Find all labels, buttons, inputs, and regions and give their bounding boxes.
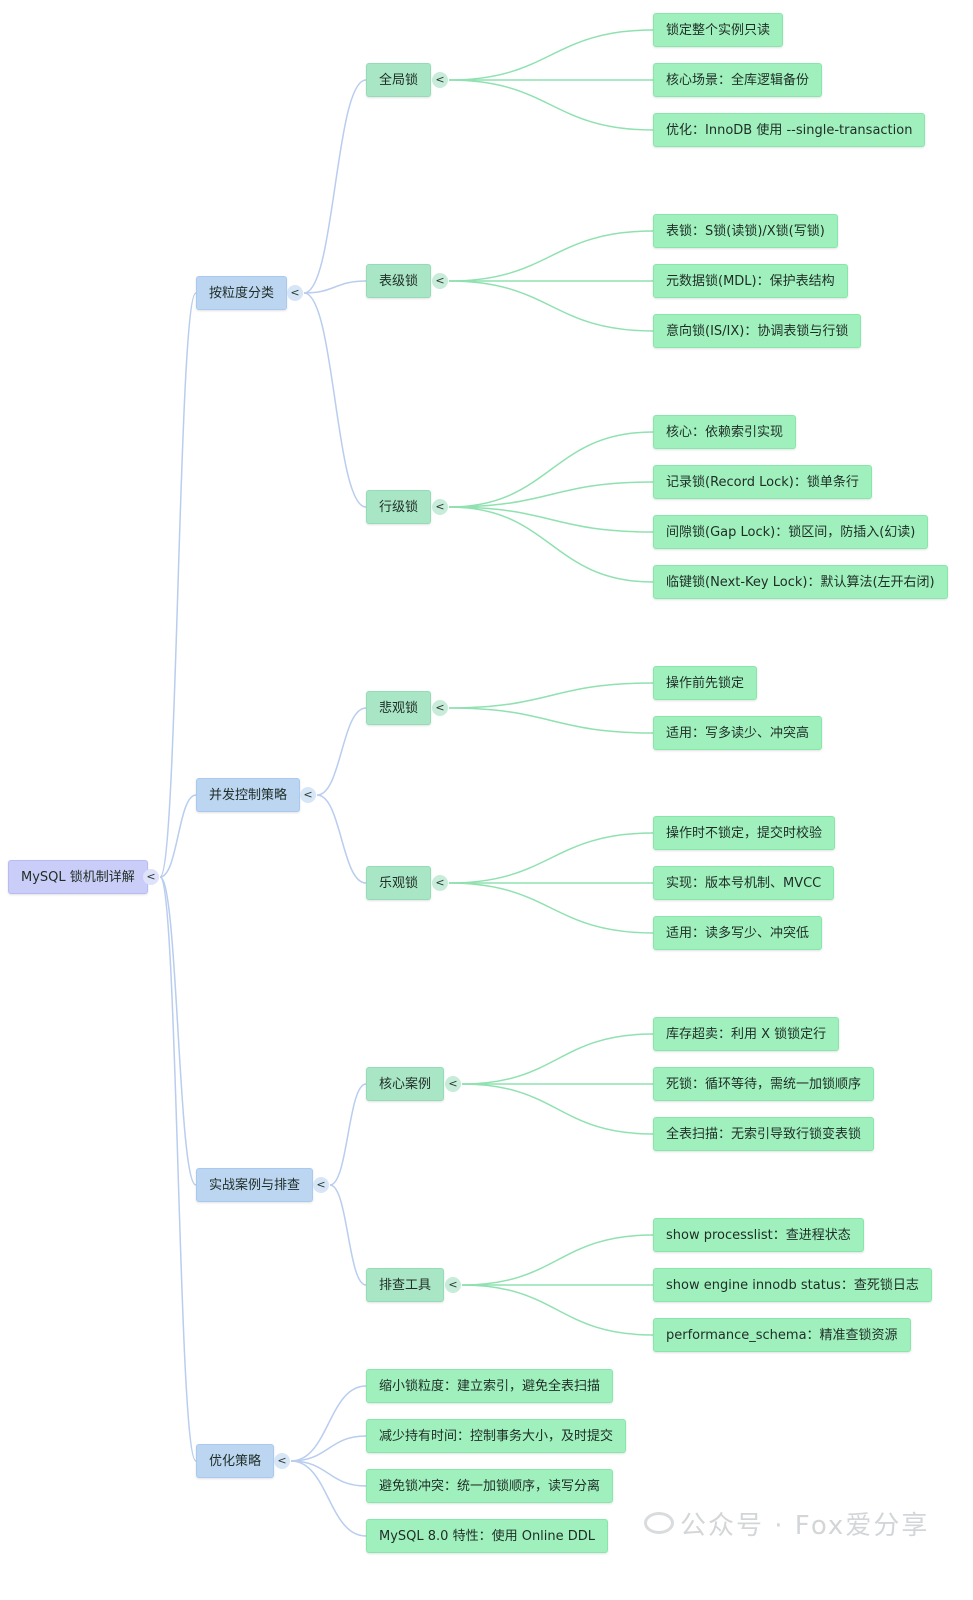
leaf-node[interactable]: 临键锁(Next-Key Lock)：默认算法(左开右闭) xyxy=(653,565,948,599)
node-optimistic-lock[interactable]: 乐观锁 xyxy=(366,866,432,900)
leaf-node[interactable]: 间隙锁(Gap Lock)：锁区间，防插入(幻读) xyxy=(653,515,929,549)
connector-line xyxy=(303,292,367,508)
connector-line xyxy=(448,230,654,282)
node-table-lock[interactable]: 表级锁 xyxy=(366,264,432,298)
branch-granularity[interactable]: 按粒度分类 xyxy=(196,276,288,310)
connector-line xyxy=(448,832,654,884)
leaf-node[interactable]: 核心：依赖索引实现 xyxy=(653,415,797,449)
leaf-node[interactable]: 表锁：S锁(读锁)/X锁(写锁) xyxy=(653,214,838,248)
leaf-node[interactable]: 意向锁(IS/IX)：协调表锁与行锁 xyxy=(653,314,862,348)
node-pessimistic-lock[interactable]: 悲观锁 xyxy=(366,691,432,725)
connector-line xyxy=(303,280,367,294)
node-core-cases[interactable]: 核心案例 xyxy=(366,1067,445,1101)
optimize-collapse-toggle[interactable]: < xyxy=(274,1453,290,1469)
node-global-lock[interactable]: 全局锁 xyxy=(366,63,432,97)
connector-line xyxy=(290,1460,367,1537)
connector-line xyxy=(448,29,654,81)
leaf-node[interactable]: 操作时不锁定，提交时校验 xyxy=(653,816,836,850)
connector-line xyxy=(316,794,367,884)
leaf-node[interactable]: 减少持有时间：控制事务大小，及时提交 xyxy=(366,1419,627,1453)
branch-cases[interactable]: 实战案例与排查 xyxy=(196,1168,314,1202)
diagnostic-tools-collapse-toggle[interactable]: < xyxy=(445,1277,461,1293)
connector-line xyxy=(461,1234,654,1286)
connector-line xyxy=(461,1083,654,1135)
connector-line xyxy=(448,506,654,533)
connector-line xyxy=(448,280,654,332)
connector-line xyxy=(461,1284,654,1336)
connector-line xyxy=(159,794,197,878)
leaf-node[interactable]: 死锁：循环等待，需统一加锁顺序 xyxy=(653,1067,875,1101)
connector-line xyxy=(316,707,367,796)
row-lock-collapse-toggle[interactable]: < xyxy=(432,499,448,515)
node-diagnostic-tools[interactable]: 排查工具 xyxy=(366,1268,445,1302)
cases-collapse-toggle[interactable]: < xyxy=(313,1177,329,1193)
connector-line xyxy=(448,506,654,583)
node-row-lock[interactable]: 行级锁 xyxy=(366,490,432,524)
leaf-node[interactable]: 优化：InnoDB 使用 --single-transaction xyxy=(653,113,926,147)
wechat-icon xyxy=(644,1512,674,1534)
root-collapse-toggle[interactable]: < xyxy=(143,869,159,885)
connector-line xyxy=(448,707,654,734)
connector-line xyxy=(448,882,654,934)
connector-line xyxy=(448,682,654,709)
leaf-node[interactable]: 操作前先锁定 xyxy=(653,666,758,700)
global-lock-collapse-toggle[interactable]: < xyxy=(432,72,448,88)
leaf-node[interactable]: 缩小锁粒度：建立索引，避免全表扫描 xyxy=(366,1369,614,1403)
connector-line xyxy=(159,292,197,878)
leaf-node[interactable]: 记录锁(Record Lock)：锁单条行 xyxy=(653,465,872,499)
connector-line xyxy=(461,1033,654,1085)
leaf-node[interactable]: 避免锁冲突：统一加锁顺序，读写分离 xyxy=(366,1469,614,1503)
optimistic-lock-collapse-toggle[interactable]: < xyxy=(432,875,448,891)
connector-line xyxy=(448,431,654,508)
connector-line xyxy=(329,1083,367,1186)
connector-line xyxy=(159,876,197,1186)
granularity-collapse-toggle[interactable]: < xyxy=(287,285,303,301)
pessimistic-lock-collapse-toggle[interactable]: < xyxy=(432,700,448,716)
root-node[interactable]: MySQL 锁机制详解 xyxy=(8,860,148,894)
leaf-node[interactable]: 元数据锁(MDL)：保护表结构 xyxy=(653,264,848,298)
table-lock-collapse-toggle[interactable]: < xyxy=(432,273,448,289)
connector-line xyxy=(159,876,197,1462)
leaf-node[interactable]: 实现：版本号机制、MVCC xyxy=(653,866,835,900)
leaf-node[interactable]: performance_schema：精准查锁资源 xyxy=(653,1318,911,1352)
leaf-node[interactable]: 库存超卖：利用 X 锁锁定行 xyxy=(653,1017,840,1051)
leaf-node[interactable]: show engine innodb status：查死锁日志 xyxy=(653,1268,932,1302)
leaf-node[interactable]: 适用：读多写少、冲突低 xyxy=(653,916,823,950)
leaf-node[interactable]: 全表扫描：无索引导致行锁变表锁 xyxy=(653,1117,875,1151)
connector-line xyxy=(303,79,367,294)
watermark: 公众号 · Fox爱分享 xyxy=(680,1511,930,1541)
connector-line xyxy=(448,79,654,131)
leaf-node[interactable]: 锁定整个实例只读 xyxy=(653,13,784,47)
leaf-node[interactable]: show processlist：查进程状态 xyxy=(653,1218,864,1252)
leaf-node[interactable]: MySQL 8.0 特性：使用 Online DDL xyxy=(366,1519,609,1553)
connector-line xyxy=(290,1460,367,1487)
branch-concurrency[interactable]: 并发控制策略 xyxy=(196,778,301,812)
leaf-node[interactable]: 适用：写多读少、冲突高 xyxy=(653,716,823,750)
connector-line xyxy=(329,1184,367,1286)
leaf-node[interactable]: 核心场景：全库逻辑备份 xyxy=(653,63,823,97)
core-cases-collapse-toggle[interactable]: < xyxy=(445,1076,461,1092)
connector-line xyxy=(290,1435,367,1462)
connector-line xyxy=(290,1385,367,1462)
connector-line xyxy=(448,481,654,508)
concurrency-collapse-toggle[interactable]: < xyxy=(300,787,316,803)
branch-optimize[interactable]: 优化策略 xyxy=(196,1444,275,1478)
